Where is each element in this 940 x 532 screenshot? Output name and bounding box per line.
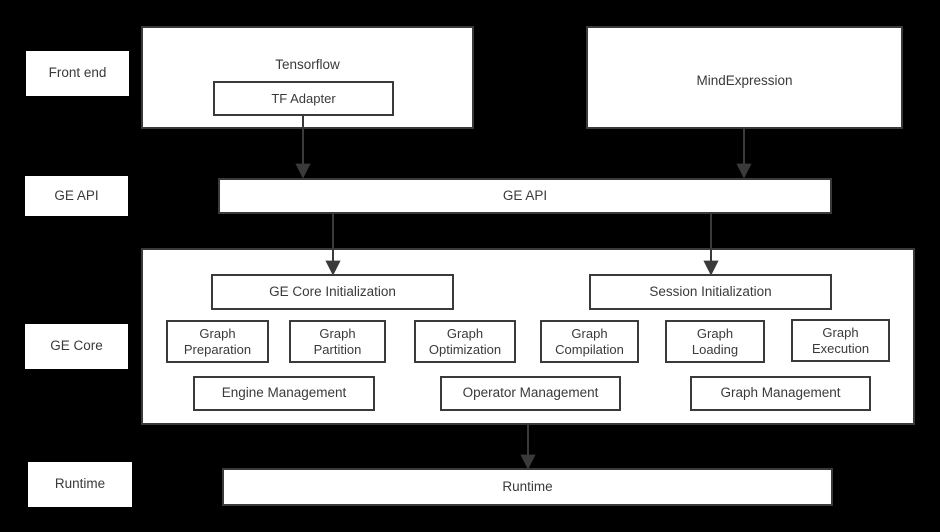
session-initialization-label: Session Initialization bbox=[649, 283, 772, 299]
stage-label-runtime-text: Runtime bbox=[54, 476, 106, 492]
graph-partition-label: Graph Partition bbox=[313, 325, 362, 357]
tf-adapter-box[interactable]: TF Adapter bbox=[213, 81, 394, 116]
engine-management-label: Engine Management bbox=[221, 385, 347, 401]
session-initialization-box[interactable]: Session Initialization bbox=[589, 274, 832, 310]
stage-label-runtime: Runtime bbox=[28, 462, 132, 507]
graph-compilation-label: Graph Compilation bbox=[555, 325, 624, 357]
graph-management-box[interactable]: Graph Management bbox=[690, 376, 871, 411]
stage-label-ge-core-text: GE Core bbox=[50, 338, 103, 354]
stage-label-front-end-text: Front end bbox=[48, 65, 107, 81]
graph-execution-label: Graph Execution bbox=[811, 324, 870, 356]
operator-management-box[interactable]: Operator Management bbox=[440, 376, 621, 411]
stage-label-ge-api-text: GE API bbox=[54, 187, 99, 203]
mindexpression-title: MindExpression bbox=[696, 73, 793, 88]
mindexpression-container: MindExpression bbox=[586, 26, 903, 129]
graph-preparation-label: Graph Preparation bbox=[183, 325, 252, 357]
operator-management-label: Operator Management bbox=[462, 385, 599, 401]
graph-optimization-label: Graph Optimization bbox=[428, 325, 502, 357]
graph-compilation-box[interactable]: Graph Compilation bbox=[540, 320, 639, 363]
engine-management-box[interactable]: Engine Management bbox=[193, 376, 375, 411]
graph-execution-box[interactable]: Graph Execution bbox=[791, 319, 890, 362]
stage-label-ge-api: GE API bbox=[25, 176, 128, 216]
runtime-bar[interactable]: Runtime bbox=[222, 468, 833, 506]
ge-api-bar[interactable]: GE API bbox=[218, 178, 832, 214]
graph-preparation-box[interactable]: Graph Preparation bbox=[166, 320, 269, 363]
ge-core-initialization-box[interactable]: GE Core Initialization bbox=[211, 274, 454, 310]
stage-label-ge-core: GE Core bbox=[25, 324, 128, 369]
graph-loading-label: Graph Loading bbox=[691, 325, 739, 357]
runtime-bar-label: Runtime bbox=[502, 478, 553, 494]
tf-adapter-label: TF Adapter bbox=[271, 90, 336, 106]
tensorflow-title: Tensorflow bbox=[275, 57, 340, 72]
stage-label-front-end: Front end bbox=[26, 51, 129, 96]
graph-management-label: Graph Management bbox=[720, 385, 841, 401]
ge-core-initialization-label: GE Core Initialization bbox=[269, 283, 396, 299]
graph-loading-box[interactable]: Graph Loading bbox=[665, 320, 765, 363]
graph-partition-box[interactable]: Graph Partition bbox=[289, 320, 386, 363]
ge-api-bar-label: GE API bbox=[502, 187, 548, 203]
graph-optimization-box[interactable]: Graph Optimization bbox=[414, 320, 516, 363]
